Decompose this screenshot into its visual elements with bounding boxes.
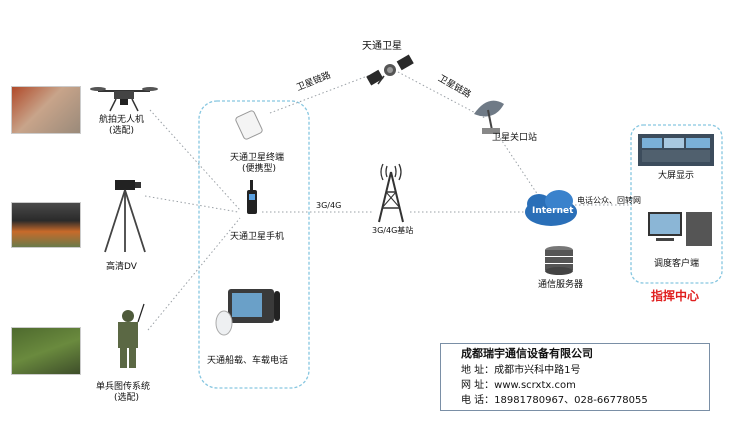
cell-tower-icon: [378, 163, 404, 223]
rescue-photo: [11, 86, 81, 134]
forest-patrol-photo: [11, 327, 81, 375]
big-screen-label: 大屏显示: [658, 171, 695, 181]
soldier-note-label: (选配): [114, 393, 140, 403]
command-center-frame: [630, 124, 723, 284]
company-address: 地 址：成都市兴科中路1号: [461, 365, 581, 376]
command-center-label: 指挥中心: [651, 289, 700, 303]
terminal-label: 天通卫星终端: [230, 153, 285, 163]
server-label: 通信服务器: [538, 280, 584, 290]
link-satellite-gateway: [397, 71, 486, 119]
link-drone-handset: [149, 109, 241, 211]
drone-note-label: (选配): [109, 126, 135, 136]
handset-label: 天通卫星手机: [230, 232, 285, 242]
satellite-icon: [366, 54, 414, 86]
company-website: 网 址：www.scrxtx.com: [461, 380, 576, 391]
satellite-handset-icon: [247, 180, 257, 214]
ship-phone-icon: [215, 289, 280, 336]
link-gateway-internet: [497, 134, 541, 199]
ship-phone-label: 天通船载、车载电话: [207, 356, 289, 366]
dispatch-client-label: 调度客户端: [654, 259, 700, 269]
dispatch-client-icon: [648, 212, 712, 246]
pstn-label: 电话公众、回转网: [577, 196, 641, 205]
company-phone: 电 话：18981780967、028-66778055: [461, 395, 648, 406]
internet-label: Internet: [532, 206, 574, 216]
link-dv-handset: [144, 195, 239, 213]
satellite-dish-icon: [474, 100, 504, 134]
soldier-icon: [118, 303, 145, 368]
base-station-label: 3G/4G基站: [372, 226, 414, 235]
satellite-label: 天通卫星: [362, 41, 402, 52]
field-terminal-frame: [198, 100, 310, 389]
satellite-terminal-icon: [235, 110, 263, 140]
server-icon: [545, 246, 573, 275]
company-name: 成都瑞宇通信设备有限公司: [461, 347, 593, 360]
company-info-box: 成都瑞宇通信设备有限公司 地 址：成都市兴科中路1号 网 址：www.scrxt…: [440, 343, 710, 411]
big-screen-icon: [638, 134, 714, 166]
soldier-label: 单兵图传系统: [96, 382, 151, 392]
terminal-note-label: (便携型): [242, 164, 277, 174]
camera-tripod-icon: [104, 180, 146, 253]
internet-cloud-icon: [525, 190, 577, 226]
link-soldier-handset: [147, 217, 241, 331]
fire-photo: [11, 202, 81, 248]
link-terminal-satellite: [269, 71, 379, 114]
hd-dv-label: 高清DV: [106, 262, 137, 272]
net-link-label: 3G/4G: [316, 201, 342, 210]
gateway-label: 卫星关口站: [492, 133, 538, 143]
drone-icon: [90, 87, 158, 112]
drone-label: 航拍无人机: [99, 115, 145, 125]
